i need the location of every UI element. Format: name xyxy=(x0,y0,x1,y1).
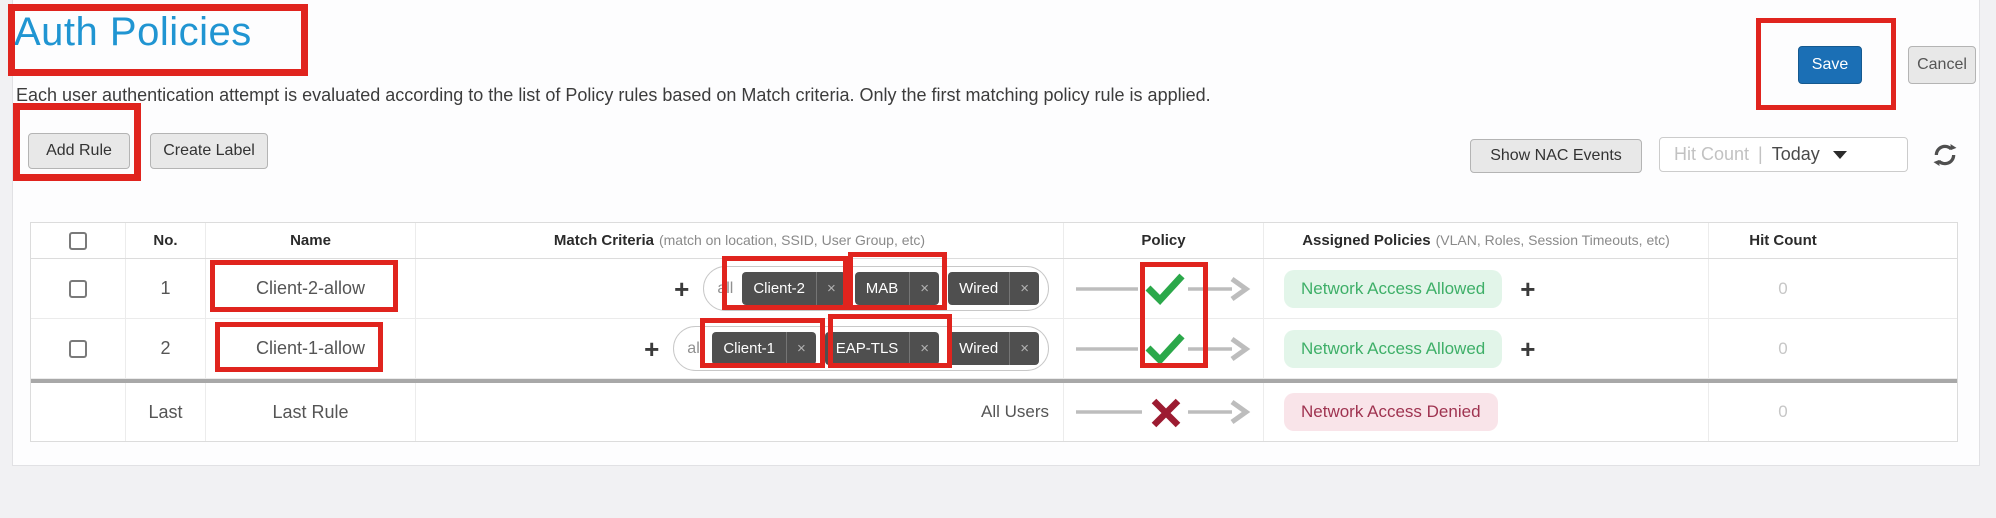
allow-check-flow-icon xyxy=(1075,273,1250,305)
chip-remove-icon[interactable]: × xyxy=(816,272,846,305)
assigned-policy-pill: Network Access Denied xyxy=(1284,393,1498,431)
allow-check-flow-icon xyxy=(1075,333,1250,365)
table-row: 2 Client-1-allow + all Client-1 × EAP-TL… xyxy=(31,319,1957,379)
assigned-policy-pill: Network Access Allowed xyxy=(1284,329,1503,368)
chip-remove-icon[interactable]: × xyxy=(909,272,939,305)
criteria-chip-group: all Client-2 × MAB × Wired × xyxy=(703,266,1049,311)
hit-count-value: 0 xyxy=(1778,338,1788,358)
col-header-no: No. xyxy=(153,232,178,249)
policy-rules-table: No. Name Match Criteria(match on locatio… xyxy=(30,222,1958,442)
cell-assigned-policies: Network Access Denied xyxy=(1264,383,1709,441)
cell-policy xyxy=(1064,383,1264,441)
cancel-button[interactable]: Cancel xyxy=(1908,46,1976,84)
chip-remove-icon[interactable]: × xyxy=(786,332,816,365)
all-users-label: All Users xyxy=(980,402,1049,421)
row-checkbox[interactable] xyxy=(69,339,87,358)
cell-rule-name: Client-1-allow xyxy=(206,319,416,378)
page-title: Auth Policies xyxy=(14,10,252,54)
criteria-chip: EAP-TLS × xyxy=(824,332,940,365)
add-criteria-icon[interactable]: + xyxy=(644,333,660,364)
criteria-chip: Client-1 × xyxy=(712,332,816,365)
create-label-button[interactable]: Create Label xyxy=(150,133,268,169)
criteria-chip: Wired × xyxy=(948,332,1039,365)
hit-count-period-value: Today xyxy=(1771,144,1820,164)
criteria-chip: MAB × xyxy=(854,272,940,305)
page-description: Each user authentication attempt is eval… xyxy=(16,85,1211,105)
col-header-policy: Policy xyxy=(1141,232,1186,249)
add-rule-button[interactable]: Add Rule xyxy=(28,133,130,169)
deny-x-flow-icon xyxy=(1075,398,1250,428)
criteria-chip-group: all Client-1 × EAP-TLS × Wired × xyxy=(673,326,1049,371)
hit-count-filter-label: Hit Count xyxy=(1674,144,1750,164)
cell-policy xyxy=(1064,319,1264,378)
cell-match-criteria: + all Client-2 × MAB × Wired × xyxy=(416,259,1064,318)
row-checkbox[interactable] xyxy=(69,279,87,298)
add-policy-icon[interactable]: + xyxy=(1520,273,1536,304)
select-all-checkbox[interactable] xyxy=(69,231,87,250)
add-criteria-icon[interactable]: + xyxy=(674,273,690,304)
hit-count-value: 0 xyxy=(1778,278,1788,298)
last-rule-row: Last Last Rule All Users Network Access … xyxy=(31,379,1957,441)
chip-remove-icon[interactable]: × xyxy=(909,332,939,365)
col-header-assigned-policies-hint: (VLAN, Roles, Session Timeouts, etc) xyxy=(1435,232,1670,248)
col-header-assigned-policies: Assigned Policies xyxy=(1302,232,1431,249)
save-button[interactable]: Save xyxy=(1798,46,1862,84)
table-row: 1 Client-2-allow + all Client-2 × MAB × … xyxy=(31,259,1957,319)
cell-no: 2 xyxy=(126,319,206,378)
hit-count-filter-dropdown[interactable]: Hit Count | Today xyxy=(1659,137,1908,172)
criteria-chip: Client-2 × xyxy=(742,272,846,305)
criteria-chip: Wired × xyxy=(948,272,1039,305)
col-header-hit-count: Hit Count xyxy=(1749,232,1817,249)
col-header-name: Name xyxy=(290,232,331,249)
cell-policy xyxy=(1064,259,1264,318)
cell-rule-name: Client-2-allow xyxy=(206,259,416,318)
cell-no: 1 xyxy=(126,259,206,318)
assigned-policy-pill: Network Access Allowed xyxy=(1284,269,1503,308)
add-policy-icon[interactable]: + xyxy=(1520,333,1536,364)
cell-match-criteria: All Users xyxy=(416,383,1064,441)
chip-remove-icon[interactable]: × xyxy=(1009,272,1039,305)
col-header-match-criteria: Match Criteria xyxy=(553,232,654,249)
col-header-match-criteria-hint: (match on location, SSID, User Group, et… xyxy=(658,232,926,248)
dropdown-separator: | xyxy=(1758,144,1763,164)
chip-remove-icon[interactable]: × xyxy=(1009,332,1039,365)
cell-match-criteria: + all Client-1 × EAP-TLS × Wired × xyxy=(416,319,1064,378)
cell-assigned-policies: Network Access Allowed + xyxy=(1264,319,1709,378)
hit-count-value: 0 xyxy=(1778,402,1788,421)
chevron-down-icon xyxy=(1832,150,1847,159)
cell-assigned-policies: Network Access Allowed + xyxy=(1264,259,1709,318)
match-mode-label: all xyxy=(717,279,734,297)
table-header-row: No. Name Match Criteria(match on locatio… xyxy=(31,223,1957,259)
cell-rule-name: Last Rule xyxy=(206,383,416,441)
show-nac-events-button[interactable]: Show NAC Events xyxy=(1470,139,1642,173)
match-mode-label: all xyxy=(687,339,704,357)
refresh-icon[interactable] xyxy=(1932,142,1958,168)
cell-no: Last xyxy=(126,383,206,441)
